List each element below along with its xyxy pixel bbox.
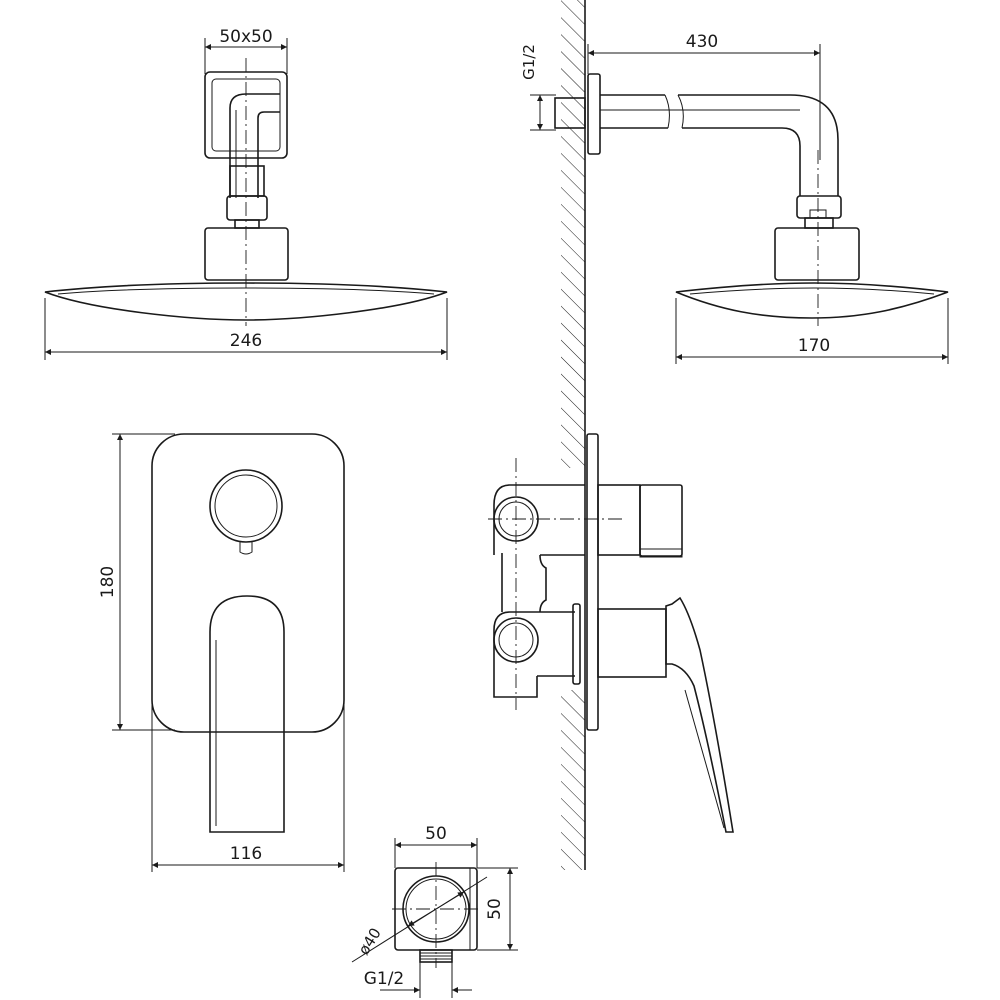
shower-head-body (44, 282, 448, 321)
wall-section (561, 0, 586, 870)
swivel-nut (226, 195, 268, 221)
arm-length-dim-label: 430 (686, 32, 718, 52)
outlet-width-dim-label: 50 (425, 824, 447, 844)
arm-thread-dim-label: G1/2 (520, 44, 538, 80)
plate-height-dim-label: 180 (98, 566, 118, 598)
shower-head-front-view: 50x50 246 (44, 27, 448, 360)
outlet-height-dim-label: 50 (485, 898, 505, 920)
diverter-knob-side (639, 484, 683, 557)
outlet-diameter-dim-label: ø40 (355, 925, 385, 959)
flange-dim-label: 50x50 (219, 27, 272, 47)
mixer-plate-front-view: 180 116 (98, 433, 345, 872)
cover-plate-side (586, 433, 599, 731)
head-connector (204, 227, 289, 281)
mixer-side-view (488, 433, 734, 833)
cover-plate (151, 433, 345, 733)
mixer-lever-side (665, 596, 734, 833)
shower-arm (229, 93, 280, 198)
outlet-thread-dim-label: G1/2 (364, 969, 405, 989)
head-side-width-dim-label: 170 (798, 336, 830, 356)
shower-arm-side (600, 94, 839, 196)
wall-outlet-elbow: 50 50 ø40 G1/2 (351, 824, 518, 998)
mixer-lever-front (209, 595, 285, 833)
shower-head-side-view: G1/2 430 170 (520, 32, 949, 364)
plate-width-dim-label: 116 (230, 844, 262, 864)
head-width-dim-label: 246 (230, 331, 262, 351)
diverter-knob (209, 469, 283, 543)
